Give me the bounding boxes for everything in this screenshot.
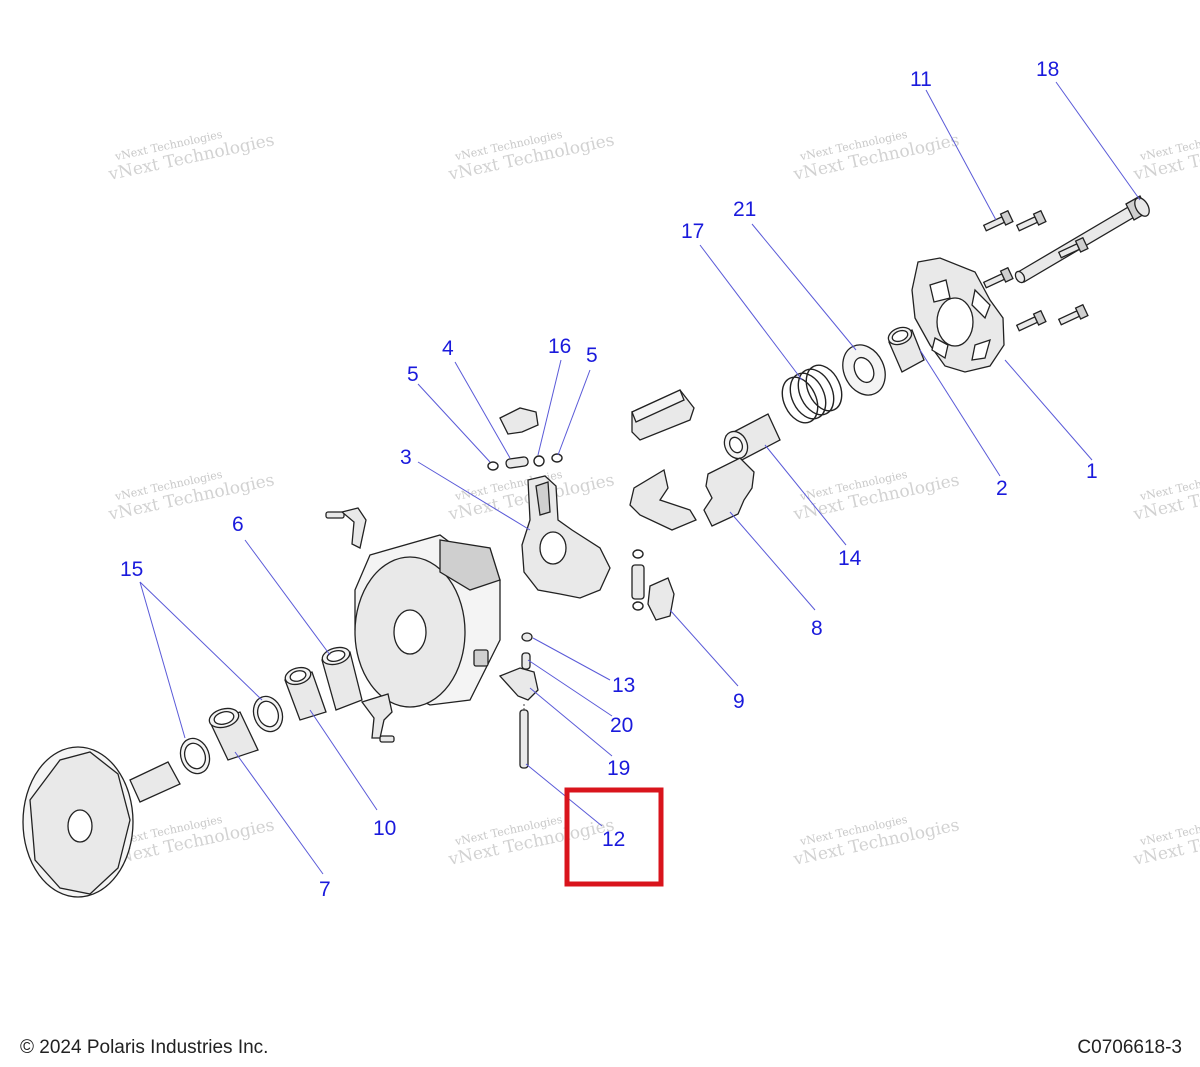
callout-10: 10 (373, 817, 396, 840)
part-shoe-upper (631, 389, 695, 441)
callout-19: 19 (607, 757, 630, 780)
watermark: vNext Technologies vNext Technologies (446, 813, 616, 870)
copyright-notice: © 2024 Polaris Industries Inc. (20, 1037, 269, 1058)
part-bushing-6 (321, 646, 363, 711)
part-pin-4 (505, 456, 529, 469)
watermark: vNext Technologies vNext Technologies (1131, 128, 1200, 185)
watermark: vNext Technologies vNext Technologies (106, 468, 276, 525)
highlight-box (564, 787, 664, 887)
watermark: vNext Technologies vNext Technologies (791, 813, 961, 870)
callout-9: 9 (733, 690, 745, 713)
part-nut-13 (521, 632, 533, 642)
part-weight-bottom (360, 693, 395, 743)
part-fixed-sheave (22, 746, 181, 898)
part-small-bolts (982, 209, 1089, 332)
part-spider-3 (521, 475, 611, 599)
part-pin-12 (519, 704, 529, 769)
part-bushing-10 (284, 666, 327, 721)
part-moveable-sheave (354, 534, 501, 708)
callout-17: 17 (681, 220, 704, 243)
part-shoes-8 (629, 457, 755, 531)
callout-20: 20 (610, 714, 633, 737)
watermark: vNext Technologies vNext Technologies (791, 468, 961, 525)
callout-7: 7 (319, 878, 331, 901)
drawing-number: C0706618-3 (1077, 1037, 1182, 1058)
watermark: vNext Technologies vNext Technologies (446, 128, 616, 185)
part-pin-clip-9 (631, 549, 675, 621)
callout-5-right: 5 (586, 344, 598, 367)
callout-4: 4 (442, 337, 454, 360)
part-oring-5 (487, 453, 563, 471)
callout-2: 2 (996, 477, 1008, 500)
callout-1: 1 (1086, 460, 1098, 483)
callout-6: 6 (232, 513, 244, 536)
callout-labels: 1 2 3 4 5 5 6 7 8 9 10 11 12 13 14 15 16… (120, 58, 1098, 901)
callout-13: 13 (612, 674, 635, 697)
callout-8: 8 (811, 617, 823, 640)
watermark: vNext Technologies vNext Technologies (791, 128, 961, 185)
part-bushing-2 (887, 326, 925, 373)
part-cover-spider (911, 257, 1005, 373)
watermark: vNext Technologies vNext Technologies (1131, 813, 1200, 870)
part-arm-19 (498, 667, 539, 701)
part-washer-15-b (179, 737, 211, 775)
watermark: vNext Technologies vNext Technologies (1131, 468, 1200, 525)
callout-18: 18 (1036, 58, 1059, 81)
callout-3: 3 (400, 446, 412, 469)
part-sleeve-14 (723, 413, 781, 463)
leader-lines (139, 81, 1141, 875)
callout-16: 16 (548, 335, 571, 358)
part-spring-17 (781, 364, 843, 424)
callout-11: 11 (910, 68, 932, 91)
callout-12: 12 (602, 828, 625, 851)
part-washer-15-a (252, 695, 284, 733)
watermark: vNext Technologies vNext Technologies (106, 128, 276, 185)
part-bushing-7 (208, 707, 259, 761)
part-weight-lever-top (325, 507, 367, 549)
callout-15: 15 (120, 558, 143, 581)
callout-5-left: 5 (407, 363, 419, 386)
part-bracket-16 (499, 407, 539, 435)
callout-14: 14 (838, 547, 862, 570)
callout-21: 21 (733, 198, 756, 221)
part-washer-21 (842, 344, 886, 396)
